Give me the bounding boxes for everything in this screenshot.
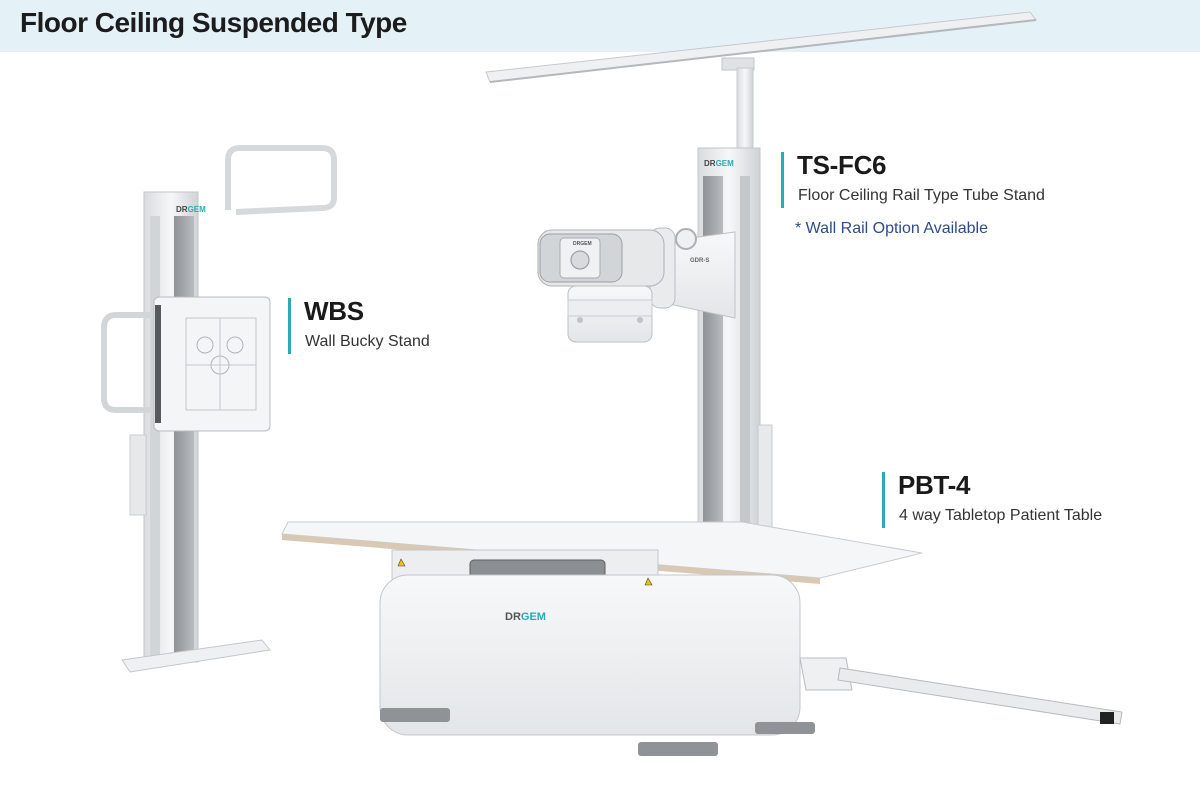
accent-bar [781,152,784,208]
stand-logo-gem: GEM [188,205,207,214]
product-code: TS-FC6 [797,150,887,180]
column-logo-gem: GEM [716,159,735,168]
column-logo-dr: DR [704,159,716,168]
product-description: Floor Ceiling Rail Type Tube Stand [798,187,1045,204]
svg-text:DRGEM: DRGEM [505,611,546,623]
table-logo-dr: DR [505,611,521,623]
svg-text:DRGEM: DRGEM [176,205,206,214]
label-wbs: WBS Wall Bucky Stand [288,296,488,356]
wall-bucky-stand: DRGEM [101,145,337,673]
product-description: 4 way Tabletop Patient Table [899,507,1103,524]
accent-bar [882,472,885,528]
svg-text:DRGEM: DRGEM [704,159,734,168]
product-code: PBT-4 [898,470,971,500]
product-code: WBS [304,296,364,326]
wall-rail-note: * Wall Rail Option Available [795,220,988,237]
ceiling-rail [485,11,1037,83]
accent-bar [288,298,291,354]
header-band: Floor Ceiling Suspended Type [0,0,1200,52]
stand-logo-dr: DR [176,205,188,214]
patient-table: DRGEM [281,521,1123,756]
page-title: Floor Ceiling Suspended Type [20,7,407,38]
tube-stand-column: DRGEM [697,67,773,533]
label-pbt-4: PBT-4 4 way Tabletop Patient Table [882,470,1162,530]
table-logo-gem: GEM [521,611,546,623]
product-description: Wall Bucky Stand [305,333,430,350]
tube-model-label: GDR-S [690,258,709,264]
svg-text:DRGEM: DRGEM [573,241,592,247]
tube-head-assembly: GDR-S DRGEM [537,227,736,343]
label-ts-fc6: TS-FC6 Floor Ceiling Rail Type Tube Stan… [781,150,1081,250]
